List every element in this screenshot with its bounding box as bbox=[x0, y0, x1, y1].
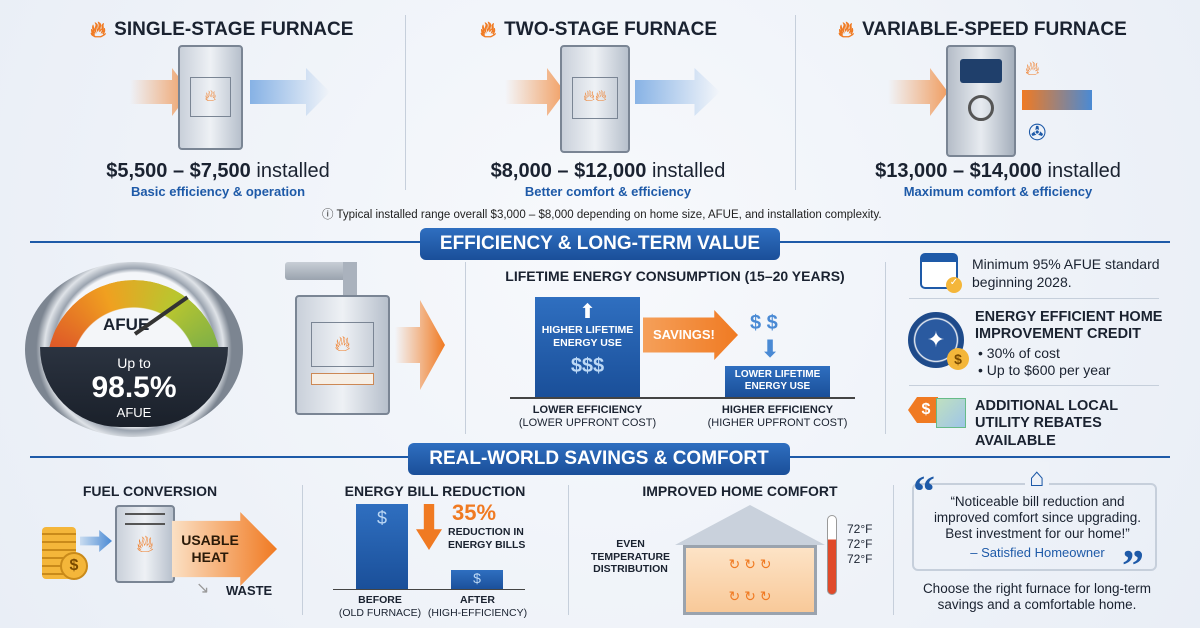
duct-image bbox=[285, 262, 355, 280]
comfort-title: IMPROVED HOME COMFORT bbox=[642, 483, 838, 499]
savings-label: SAVINGS! bbox=[653, 327, 715, 342]
credit-item: • Up to $600 per year bbox=[978, 362, 1111, 378]
single-stage-price: $5,500 – $7,500 installed bbox=[106, 160, 330, 182]
credit-item: • 30% of cost bbox=[978, 345, 1060, 361]
fuel-title: FUEL CONVERSION bbox=[82, 483, 218, 499]
house-image: ↻ ↻ ↻↻ ↻ ↻ bbox=[683, 545, 817, 615]
lifetime-title: LIFETIME ENERGY CONSUMPTION (15–20 YEARS… bbox=[505, 268, 845, 284]
after-caption: AFTER(HIGH-EFFICIENCY) bbox=[427, 594, 528, 619]
divider bbox=[568, 485, 569, 615]
fan-icon: ✇ bbox=[1028, 120, 1047, 145]
single-stage-furnace-image: 🔥︎ bbox=[178, 45, 243, 150]
waste-label: WASTE bbox=[226, 583, 273, 598]
usable-heat-label: USABLE HEAT bbox=[181, 532, 239, 565]
variable-speed-title: 🔥︎ VARIABLE-SPEED FURNACE bbox=[838, 17, 1127, 43]
price-note: ⓘ Typical installed range overall $3,000… bbox=[322, 206, 882, 222]
two-stage-price: $8,000 – $12,000 installed bbox=[490, 160, 726, 182]
divider bbox=[302, 485, 303, 615]
house-icon: ⌂ bbox=[1025, 462, 1049, 493]
divider bbox=[909, 385, 1159, 386]
high-efficiency-furnace-image: 🔥︎ bbox=[295, 295, 390, 415]
flame-icon: 🔥︎ bbox=[1025, 58, 1040, 80]
map-icon bbox=[936, 398, 966, 428]
close-quote-icon: ” bbox=[1122, 541, 1144, 590]
info-icon: ⓘ bbox=[322, 209, 334, 221]
title-text: SINGLE-STAGE FURNACE bbox=[114, 19, 354, 40]
efficiency-section-header: EFFICIENCY & LONG-TERM VALUE bbox=[420, 228, 780, 260]
afue-gauge: AFUE Up to 98.5% AFUE bbox=[25, 262, 243, 437]
rebates-text: ADDITIONAL LOCAL UTILITY REBATES AVAILAB… bbox=[975, 398, 1118, 449]
note-text: Typical installed range overall $3,000 –… bbox=[336, 209, 882, 221]
gauge-line1: Up to bbox=[117, 355, 151, 371]
lower-usage-box: LOWER LIFETIME ENERGY USE bbox=[725, 366, 830, 397]
tagline: Choose the right furnace for long-term s… bbox=[922, 581, 1152, 613]
divider bbox=[893, 485, 894, 615]
single-stage-subtitle: Basic efficiency & operation bbox=[130, 184, 306, 199]
calendar-icon: ✓ bbox=[920, 253, 962, 293]
divider bbox=[885, 262, 886, 434]
two-stage-subtitle: Better comfort & efficiency bbox=[524, 184, 692, 199]
reduction-label: REDUCTION IN ENERGY BILLS bbox=[448, 526, 526, 551]
bar-before: $ bbox=[356, 504, 408, 590]
flame-icon: 🔥︎ bbox=[90, 17, 107, 42]
reduction-percent: 35% bbox=[452, 500, 497, 525]
flame-fan-icon: 🔥︎ bbox=[838, 17, 855, 42]
testimonial-author: – Satisfied Homeowner bbox=[970, 545, 1105, 560]
waste-arrow-icon: ↘ bbox=[196, 580, 210, 597]
afue-standard-text: Minimum 95% AFUE standard beginning 2028… bbox=[972, 256, 1160, 290]
dollar-coin-icon: $ bbox=[60, 552, 88, 580]
credit-title: ENERGY EFFICIENT HOME IMPROVEMENT CREDIT bbox=[975, 309, 1163, 343]
title-text: VARIABLE-SPEED FURNACE bbox=[862, 19, 1127, 40]
before-caption: BEFORE(OLD FURNACE) bbox=[338, 594, 422, 619]
baseline bbox=[333, 589, 525, 590]
bar-after: $ bbox=[451, 570, 503, 590]
dollar-coin-icon: $ bbox=[947, 348, 969, 370]
testimonial-quote: “Noticeable bill reduction and improved … bbox=[933, 494, 1142, 542]
bill-title: ENERGY BILL REDUCTION bbox=[344, 483, 526, 499]
dollar-symbols: $ $ bbox=[750, 312, 778, 334]
down-arrow-icon: ⬇ bbox=[760, 336, 781, 363]
comfort-label: EVEN TEMPERATURE DISTRIBUTION bbox=[590, 538, 671, 576]
up-arrow-icon: ⬆ bbox=[579, 301, 596, 323]
gauge-value: 98.5% bbox=[91, 371, 177, 404]
furnace-icon: 🔥︎ bbox=[115, 505, 175, 583]
higher-usage-box: ⬆ HIGHER LIFETIME ENERGY USE $$$ bbox=[535, 297, 640, 397]
left-caption: LOWER EFFICIENCY(LOWER UPFRONT COST) bbox=[518, 404, 657, 430]
variable-speed-price: $13,000 – $14,000 installed bbox=[875, 160, 1121, 182]
variable-speed-furnace-image bbox=[946, 45, 1016, 157]
gauge-readout: Up to 98.5% AFUE bbox=[40, 347, 228, 427]
lower-usage-text: LOWER LIFETIME ENERGY USE bbox=[734, 369, 821, 392]
higher-usage-text: HIGHER LIFETIME ENERGY USE bbox=[541, 324, 634, 349]
savings-section-header: REAL-WORLD SAVINGS & COMFORT bbox=[408, 443, 790, 475]
divider bbox=[795, 15, 796, 190]
single-stage-title: 🔥︎ SINGLE-STAGE FURNACE bbox=[90, 17, 353, 43]
open-quote-icon: “ bbox=[913, 467, 935, 516]
right-caption: HIGHER EFFICIENCY(HIGHER UPFRONT COST) bbox=[707, 404, 848, 430]
flame-icon: 🔥︎ bbox=[480, 17, 497, 42]
thermometer-icon bbox=[827, 515, 837, 595]
airflow-bars-icon bbox=[1022, 90, 1092, 110]
title-text: TWO-STAGE FURNACE bbox=[504, 19, 718, 40]
divider bbox=[909, 298, 1159, 299]
gauge-unit: AFUE bbox=[116, 405, 152, 420]
baseline bbox=[510, 397, 855, 399]
dollar-symbols: $$$ bbox=[570, 355, 605, 378]
variable-speed-subtitle: Maximum comfort & efficiency bbox=[903, 184, 1093, 199]
divider bbox=[465, 262, 466, 434]
divider bbox=[405, 15, 406, 190]
two-stage-title: 🔥︎ TWO-STAGE FURNACE bbox=[480, 17, 717, 43]
two-stage-furnace-image: 🔥︎🔥︎ bbox=[560, 45, 630, 153]
